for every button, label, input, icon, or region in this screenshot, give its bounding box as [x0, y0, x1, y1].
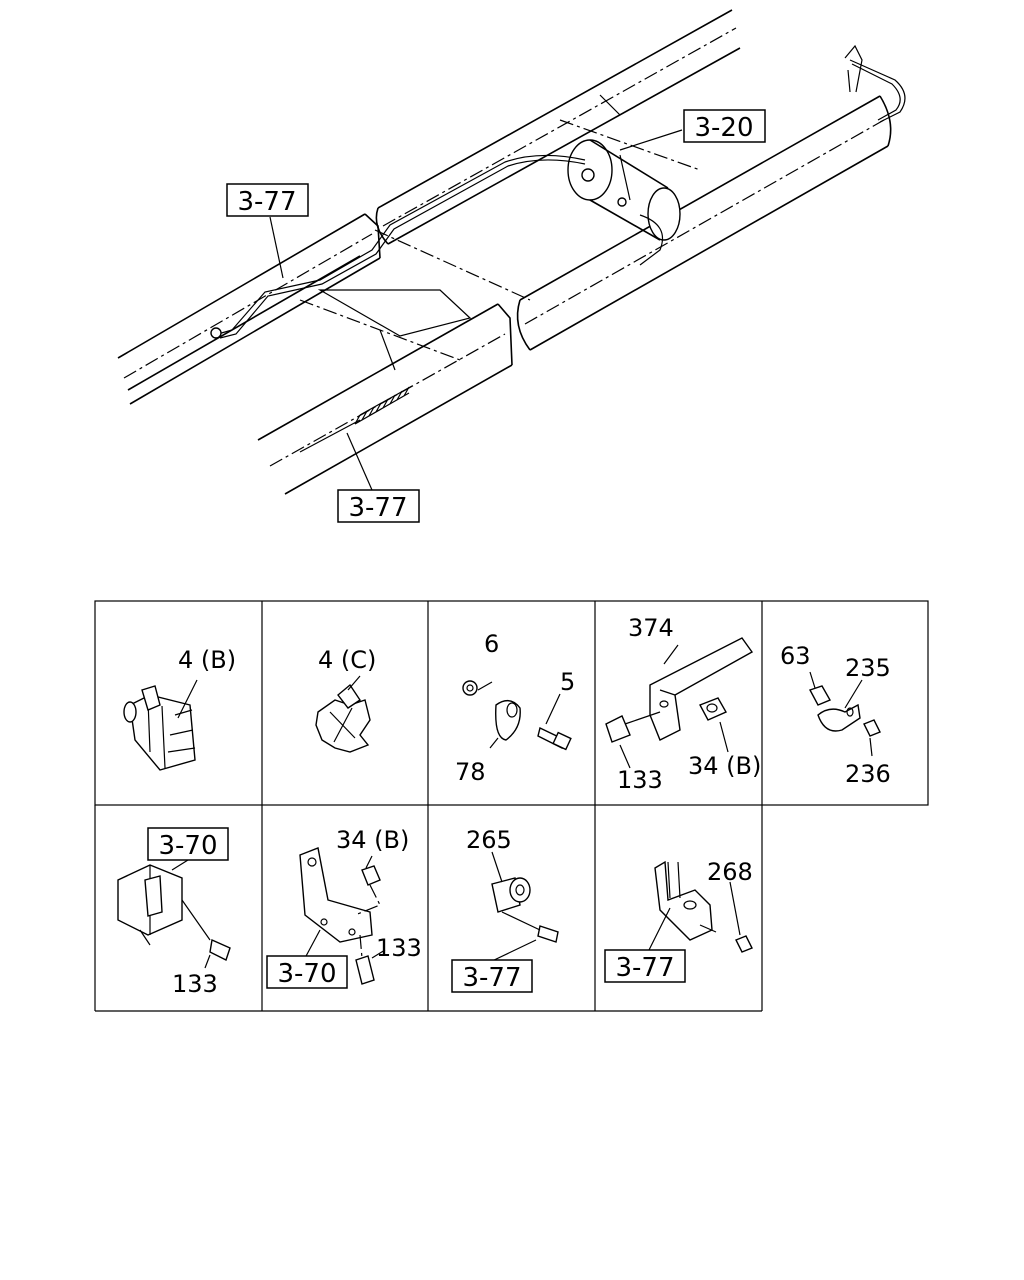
part-label: 5: [560, 668, 575, 696]
ref-box-3-77-lower: 3-77: [337, 489, 420, 523]
cell-bracket-3-70-133: 3-70 133: [117, 827, 231, 998]
ref-label: 3-77: [348, 493, 407, 523]
cell-clamp-265-3-77: 3-77 265: [451, 826, 559, 993]
part-label: 133: [172, 970, 218, 998]
part-label: 374: [628, 614, 674, 642]
ref-label: 3-77: [462, 963, 521, 993]
ref-label: 3-77: [615, 953, 674, 983]
cell-clip-4b: 4 (B): [123, 646, 236, 771]
coil-spring: [354, 385, 413, 425]
ref-label: 3-77: [237, 187, 296, 217]
cell-clamp-63-235-236: 63 235 236: [780, 642, 891, 788]
chassis-frame-illustration: [117, 9, 906, 495]
part-label: 235: [845, 654, 891, 682]
part-label: 268: [707, 858, 753, 886]
cell-clamp-6-5-78: 6 5 78: [455, 630, 575, 786]
part-label: 236: [845, 760, 891, 788]
ref-label: 3-70: [277, 959, 336, 989]
ref-label: 3-20: [694, 113, 753, 143]
part-label: 133: [617, 766, 663, 794]
part-label: 78: [455, 758, 486, 786]
part-label: 6: [484, 630, 499, 658]
part-label: 133: [376, 934, 422, 962]
cell-bracket-34b-3-70-133: 3-70 34 (B) 133: [266, 826, 422, 989]
part-label: 63: [780, 642, 811, 670]
ref-box-3-77-upper: 3-77: [226, 183, 309, 217]
ref-label: 3-70: [158, 831, 217, 861]
ref-box-3-20: 3-20: [683, 109, 766, 143]
cell-bracket-268-3-77: 3-77 268: [604, 858, 753, 983]
part-label: 4 (B): [178, 646, 236, 674]
parts-grid: [94, 600, 929, 1012]
cell-bracket-374: 374 133 34 (B): [605, 614, 761, 794]
part-label: 34 (B): [336, 826, 409, 854]
part-label: 265: [466, 826, 512, 854]
cell-clip-4c: 4 (C): [315, 646, 376, 753]
part-label: 4 (C): [318, 646, 376, 674]
part-label: 34 (B): [688, 752, 761, 780]
